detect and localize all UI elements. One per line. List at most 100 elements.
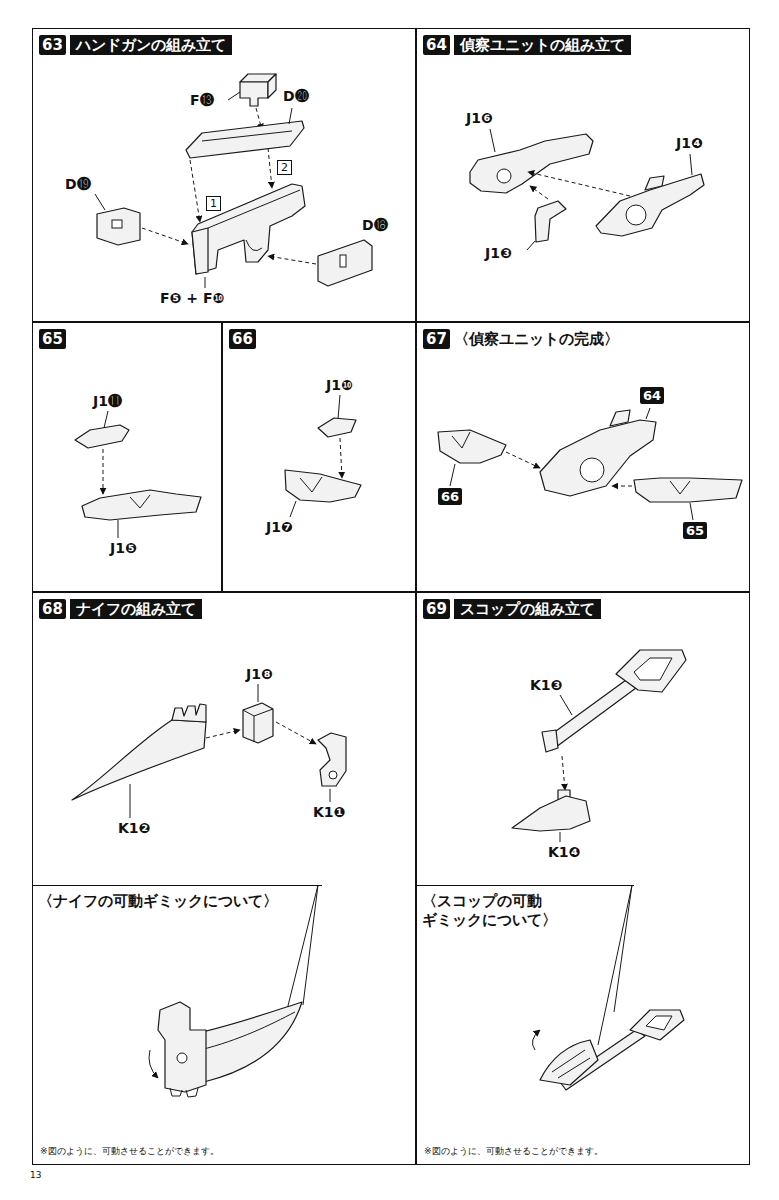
part-label: D⓳: [65, 176, 91, 192]
knife-gimmick-illustration: [158, 1002, 206, 1092]
shovel-illustration: [542, 730, 558, 752]
handgun-illustration: [192, 228, 208, 274]
panel-header: 65: [39, 329, 66, 349]
step-65-illustration: [130, 495, 150, 508]
part-label: J1⓫: [93, 393, 122, 409]
handgun-illustration: [318, 240, 372, 286]
step-panel: 66: [222, 322, 416, 592]
handgun-illustration: [186, 121, 304, 158]
shovel-illustration: [560, 832, 561, 842]
step-panel: 63ハンドガンの組み立て: [32, 28, 416, 322]
panel-header: 64偵察ユニットの組み立て: [423, 35, 631, 55]
recon-unit-parts-illustration: [596, 174, 704, 236]
part-label: J1❹: [676, 135, 703, 151]
gimmick-heading: 〈ナイフの可動ギミックについて〉: [38, 892, 316, 912]
part-label: J1❺: [110, 540, 137, 556]
handgun-illustration: [95, 194, 105, 210]
handgun-illustration: [97, 208, 140, 245]
panel-header: 67〈偵察ユニットの完成〉: [423, 329, 619, 349]
handgun-illustration: [202, 131, 292, 141]
knife-illustration: [258, 684, 259, 702]
knife-illustration: [254, 716, 255, 742]
step-number: 65: [39, 329, 66, 349]
shovel-gimmick-illustration: [630, 1010, 684, 1040]
knife-illustration: [206, 730, 240, 738]
knife-illustration: [330, 789, 331, 802]
step-order-number: 2: [277, 160, 292, 175]
recon-unit-parts-illustration: [690, 154, 692, 175]
step-panel: 64偵察ユニットの組み立て: [416, 28, 750, 322]
recon-unit-parts-illustration: [470, 129, 704, 250]
step-panel: 67〈偵察ユニットの完成〉: [416, 322, 750, 592]
recon-unit-parts-illustration: [530, 186, 548, 199]
shovel-gimmick-illustration: [532, 1030, 540, 1050]
step-66-illustration: [300, 477, 322, 492]
knife-gimmick-illustration: [177, 1053, 187, 1063]
page-number: 13: [30, 1170, 41, 1181]
knife-illustration: [72, 684, 346, 818]
shovel-illustration: [512, 650, 686, 842]
note: ※図のように、可動させることができます。: [40, 1146, 219, 1157]
panel-header: 68ナイフの組み立て: [39, 599, 202, 619]
recon-unit-complete-illustration: [690, 503, 693, 520]
handgun-illustration: [205, 277, 206, 288]
step-65-illustration: [82, 490, 201, 520]
knife-illustration: [318, 733, 346, 786]
recon-unit-parts-illustration: [528, 172, 630, 196]
handgun-illustration: [228, 92, 240, 100]
step-number: 68: [39, 599, 66, 619]
shovel-illustration: [560, 695, 572, 715]
handgun-illustration: [208, 190, 300, 228]
part-label: F❺ + F❿: [160, 290, 224, 306]
step-heading: ナイフの組み立て: [70, 599, 202, 619]
part-label: D⓲: [362, 217, 388, 233]
step-66-illustration: [290, 501, 296, 517]
step-heading: スコップの組み立て: [454, 599, 601, 619]
part-label: J1❼: [266, 519, 293, 535]
recon-unit-complete-illustration: [452, 432, 470, 448]
knife-illustration: [243, 709, 273, 716]
gimmick-heading: 〈スコップの可動 ギミックについて〉: [422, 892, 628, 931]
step-66-illustration: [285, 395, 361, 517]
knife-illustration: [172, 704, 206, 722]
handgun-illustration: [142, 228, 188, 244]
part-label: F⓭: [190, 92, 214, 108]
shovel-gimmick-illustration: [540, 1040, 598, 1085]
handgun-illustration: [112, 220, 122, 228]
shovel-gimmick-illustration: [614, 885, 632, 1012]
shovel-gimmick-illustration: [598, 885, 632, 1045]
recon-unit-complete-illustration: [580, 458, 604, 482]
recon-unit-parts-illustration: [527, 241, 535, 250]
recon-unit-parts-illustration: [470, 134, 593, 193]
step-panel: 68ナイフの組み立て〈ナイフの可動ギミックについて〉: [32, 592, 416, 1165]
handgun-illustration: [289, 108, 292, 124]
shovel-illustration: [512, 796, 590, 831]
step-order-number: 1: [206, 196, 221, 211]
subassembly-badge: 64: [640, 387, 664, 404]
handgun-illustration: [340, 255, 346, 267]
shovel-illustration: [562, 756, 565, 790]
part-label: K1❶: [313, 804, 345, 820]
shovel-gimmick-illustration: [552, 1050, 590, 1078]
recon-unit-complete-illustration: [450, 464, 455, 486]
panel-header: 63ハンドガンの組み立て: [39, 35, 232, 55]
knife-illustration: [72, 720, 206, 800]
recon-unit-parts-illustration: [626, 205, 646, 225]
handgun-illustration: [268, 256, 316, 264]
step-heading: 〈偵察ユニットの完成〉: [454, 329, 619, 349]
recon-unit-complete-illustration: [438, 408, 742, 520]
handgun-illustration: [192, 184, 305, 274]
gimmick-frame: 〈ナイフの可動ギミックについて〉: [32, 885, 322, 918]
step-66-illustration: [318, 418, 356, 437]
recon-unit-parts-illustration: [535, 201, 566, 242]
recon-unit-complete-illustration: [670, 481, 690, 494]
handgun-illustration: [190, 160, 200, 222]
part-label: J1❿: [326, 377, 353, 393]
step-panel: 69スコップの組み立て〈スコップの可動 ギミックについて〉: [416, 592, 750, 1165]
knife-illustration: [130, 784, 131, 818]
handgun-illustration: [246, 240, 262, 251]
step-65-illustration: [75, 425, 129, 448]
part-label: K1❸: [530, 677, 562, 693]
step-65-illustration: [75, 411, 201, 538]
